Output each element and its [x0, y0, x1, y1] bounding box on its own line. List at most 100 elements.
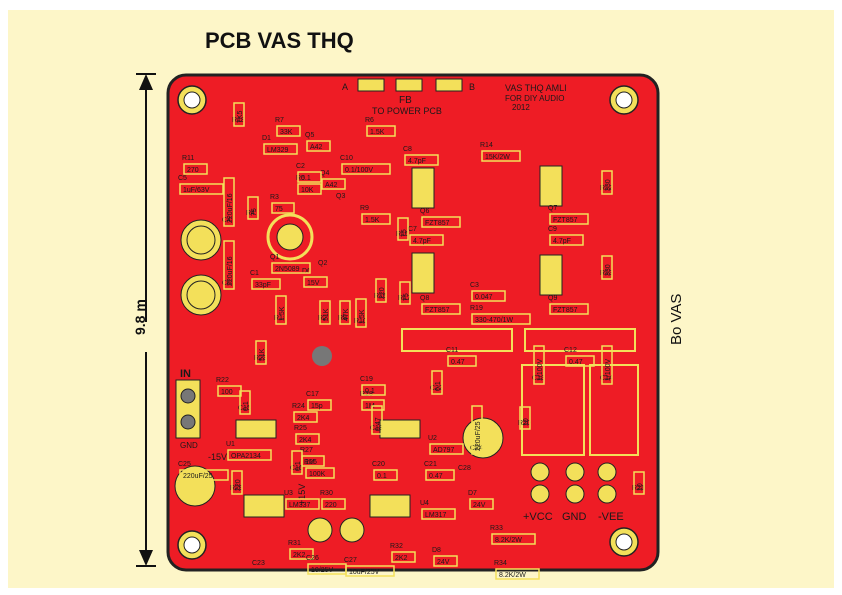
- part-outline: [549, 234, 584, 246]
- plus15-label: +15V: [297, 484, 307, 505]
- part-outline: [321, 178, 346, 190]
- part-ref-label: R10: [354, 318, 367, 325]
- part-c7: C74.7pF: [408, 226, 444, 246]
- part-ref-label: U2: [428, 435, 437, 442]
- part-outline: [399, 281, 411, 305]
- part-outline: [366, 125, 396, 137]
- part-value-label: 24V: [437, 559, 450, 566]
- part-value-label: 100: [221, 389, 233, 396]
- part-outline: [303, 276, 328, 288]
- part-outline: [471, 405, 483, 455]
- capacitor-c25: [174, 465, 216, 507]
- part-outline: [391, 551, 416, 563]
- part-value-label: 1/100V: [605, 358, 612, 381]
- part-ref-label: R33: [490, 525, 503, 532]
- part-ref-label: R13: [600, 270, 613, 277]
- transistor-q1: [266, 213, 314, 261]
- part-ref-label: C1: [250, 270, 259, 277]
- part-ref-label: U1: [226, 441, 235, 448]
- part-outline: [471, 313, 531, 325]
- part-ref-label: C5: [178, 175, 187, 182]
- part-c5: C5 1uF/63V: [178, 175, 224, 195]
- part-outline: [291, 450, 303, 475]
- part-ref-label: D6: [302, 268, 311, 275]
- part-value-label: 75: [251, 208, 258, 216]
- to-power-label: TO POWER PCB: [372, 106, 442, 116]
- part-outline: [251, 278, 281, 290]
- part-value-label: 0.47: [375, 417, 382, 431]
- part-outline: [233, 102, 245, 127]
- part-ref-label: C19: [360, 376, 373, 383]
- part-outline: [361, 213, 391, 225]
- part-c2: C20.1: [296, 163, 322, 183]
- part-outline: [227, 449, 272, 461]
- capacitor-c11-outline: [401, 328, 513, 352]
- part-ref-label: C14: [600, 375, 613, 382]
- part-outline: [183, 163, 208, 175]
- part-value-label: 24V: [473, 502, 486, 509]
- part-q3: Q3: [336, 193, 345, 200]
- part-value-label: 0.1: [301, 175, 311, 182]
- part-value-label: 10K: [301, 187, 314, 194]
- part-outline: [263, 143, 298, 155]
- regulator-u4: [369, 494, 411, 518]
- part-ref-label: C11: [446, 347, 458, 354]
- part-value-label: 270: [187, 167, 199, 174]
- part-ref-label: R7: [275, 117, 284, 124]
- part-outline: [319, 300, 331, 325]
- part-ref-label: C28: [458, 465, 471, 472]
- part-ref-label: C10: [340, 155, 353, 162]
- part-ref-label: R34: [494, 560, 507, 567]
- capacitor-c14-outline: [589, 364, 639, 456]
- part-value-label: 33pF: [255, 282, 271, 289]
- part-c9: C94.7pF: [548, 226, 584, 246]
- part-value-label: 2K4: [299, 437, 312, 444]
- part-outline: [565, 355, 595, 367]
- part-value-label: 220: [325, 502, 337, 509]
- part-value-label: 0.47: [569, 359, 583, 366]
- part-ref-label: D7: [468, 490, 477, 497]
- part-ref-label: R18: [232, 117, 245, 124]
- part-outline: [231, 470, 243, 495]
- part-ref-label: Q6: [420, 208, 429, 215]
- part-value-label: 2K2: [395, 555, 408, 562]
- part-ref-label: Q8: [420, 295, 429, 302]
- part-outline: [519, 406, 531, 430]
- part-r6: R61.5K: [365, 117, 396, 137]
- part-ref-label: R21: [632, 485, 645, 492]
- page-title: PCB VAS THQ: [205, 28, 354, 53]
- part-value-label: 1uF/63V: [183, 187, 210, 194]
- part-ref-label: C24: [470, 445, 483, 452]
- part-value-label: 8.2K/2W: [495, 537, 522, 544]
- part-ref-label: R5: [296, 175, 305, 182]
- part-value-label: 8.2K/2W: [499, 572, 526, 579]
- part-outline: [447, 355, 477, 367]
- part-outline: [255, 340, 267, 365]
- part-outline: [223, 240, 235, 290]
- part-value-label: 75: [401, 229, 408, 237]
